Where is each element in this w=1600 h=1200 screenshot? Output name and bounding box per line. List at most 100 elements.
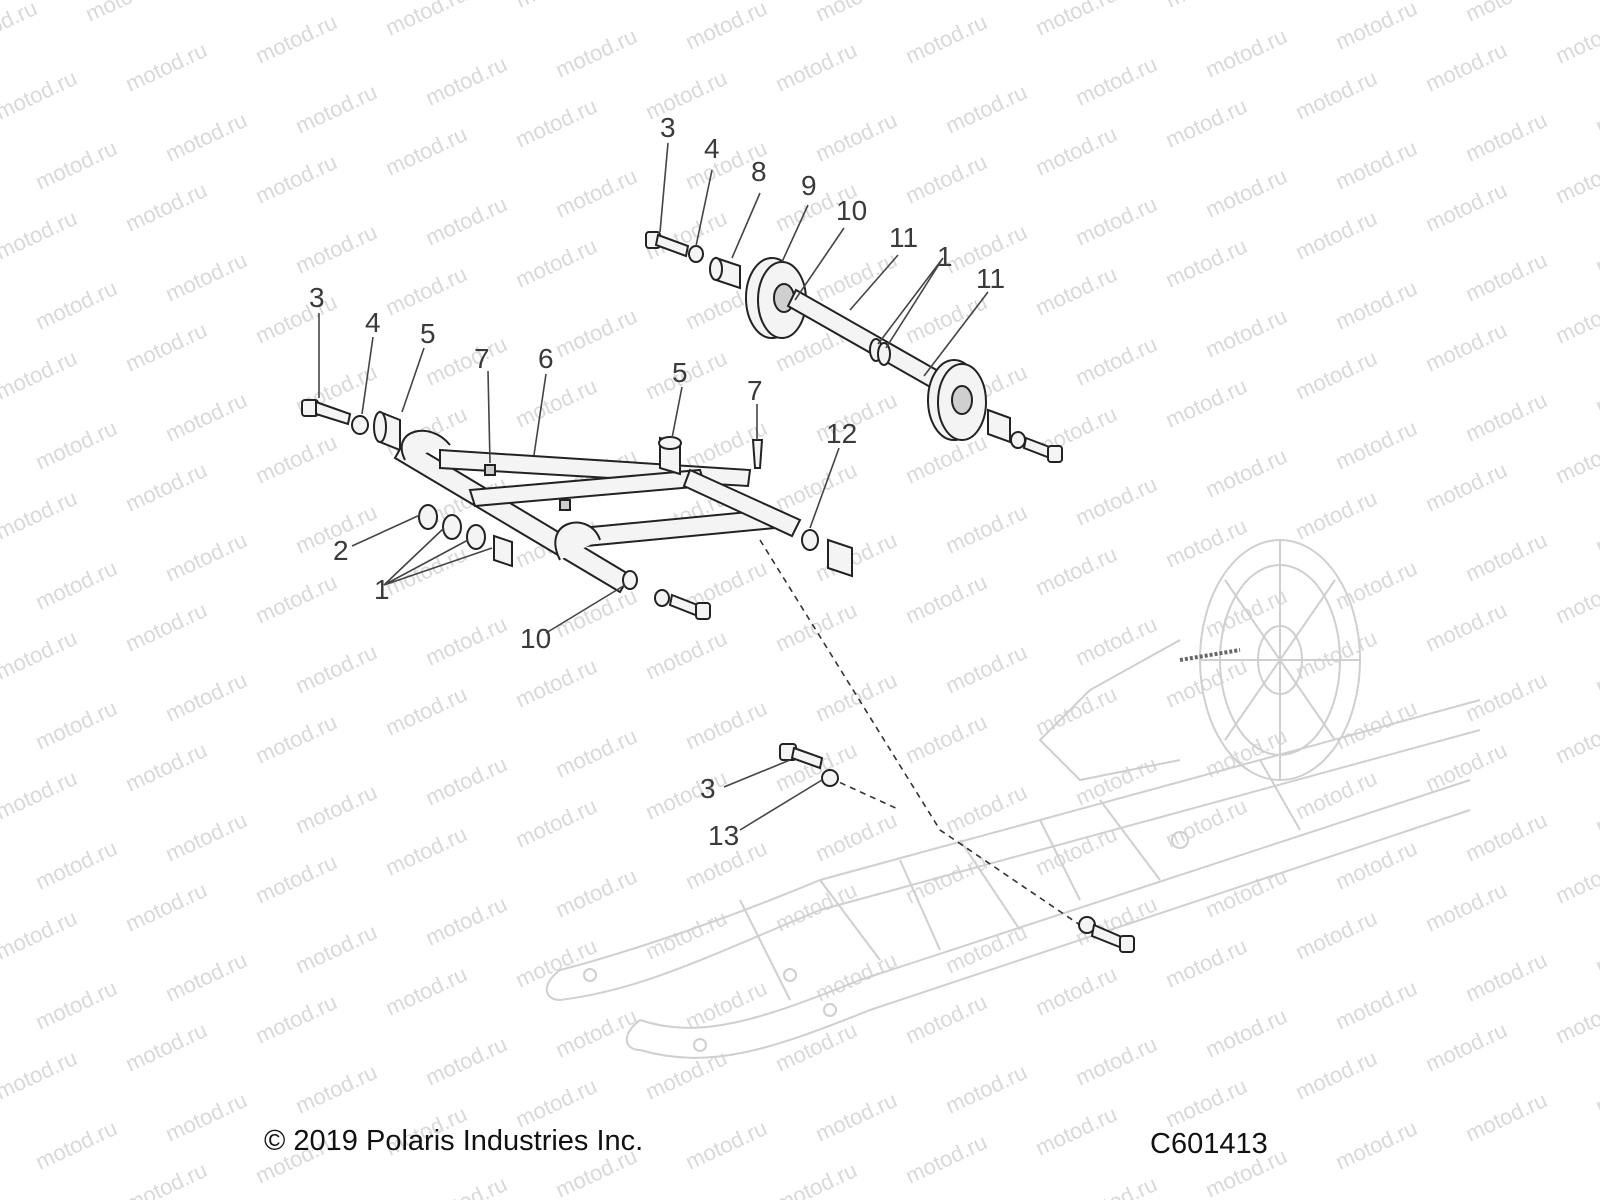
watermark-text: motod.ru: [1332, 835, 1421, 894]
callout-label: 1: [937, 241, 953, 272]
watermark-text: motod.ru: [1072, 191, 1161, 250]
watermark-text: motod.ru: [942, 779, 1031, 838]
watermark-text: motod.ru: [642, 765, 731, 824]
watermark-text: motod.ru: [1462, 1087, 1551, 1146]
watermark-text: motod.ru: [1462, 387, 1551, 446]
watermark-text: motod.ru: [812, 1087, 901, 1146]
watermark-text: motod.ru: [1592, 919, 1600, 978]
callout-label: 12: [826, 418, 857, 449]
watermark-text: motod.ru: [1332, 275, 1421, 334]
washer-icon: [821, 769, 839, 787]
watermark-text: motod.ru: [1332, 695, 1421, 754]
watermark-text: motod.ru: [1552, 989, 1600, 1048]
watermark-text: motod.ru: [162, 247, 251, 306]
watermark-text: motod.ru: [122, 317, 211, 376]
watermark-text: motod.ru: [292, 639, 381, 698]
watermark-text: motod.ru: [1162, 793, 1251, 852]
watermark-text: motod.ru: [1462, 0, 1551, 27]
watermark-text: motod.ru: [1032, 261, 1121, 320]
watermark-text: motod.ru: [1202, 443, 1291, 502]
callout-label: 10: [520, 623, 551, 654]
watermark-text: motod.ru: [682, 1115, 771, 1174]
watermark-text: motod.ru: [1422, 877, 1511, 936]
watermark-text: motod.ru: [1032, 541, 1121, 600]
watermark-text: motod.ru: [1552, 149, 1600, 208]
callout-label: 2: [333, 535, 349, 566]
watermark-text: motod.ru: [1422, 457, 1511, 516]
callout-label: 1: [374, 574, 390, 605]
callout-label: 5: [672, 357, 688, 388]
watermark-text: motod.ru: [422, 191, 511, 250]
watermark-text: motod.ru: [1032, 0, 1121, 41]
ghost-skid-frame: [545, 539, 1481, 1059]
watermark-text: motod.ru: [1332, 0, 1421, 55]
watermark-text: motod.ru: [1422, 177, 1511, 236]
watermark-text: motod.ru: [1202, 1003, 1291, 1062]
watermark-text: motod.ru: [162, 107, 251, 166]
watermark-text: motod.ru: [682, 0, 771, 55]
bolt-icon: [1022, 436, 1063, 463]
watermark-text: motod.ru: [1292, 485, 1381, 544]
watermark-text: motod.ru: [422, 51, 511, 110]
callout-label: 3: [700, 773, 716, 804]
watermark-text: motod.ru: [812, 527, 901, 586]
watermark-text: motod.ru: [162, 1087, 251, 1146]
callout-label: 3: [660, 112, 676, 143]
watermark-text: motod.ru: [1072, 331, 1161, 390]
watermark-text: motod.ru: [1162, 933, 1251, 992]
watermark-text: motod.ru: [772, 1157, 861, 1200]
watermark-text: motod.ru: [1032, 961, 1121, 1020]
watermark-text: motod.ru: [32, 415, 121, 474]
watermark-text: motod.ru: [942, 499, 1031, 558]
watermark-text: motod.ru: [122, 597, 211, 656]
watermark-text: motod.ru: [382, 961, 471, 1020]
watermark-text: motod.ru: [512, 373, 601, 432]
watermark-text: motod.ru: [252, 989, 341, 1048]
watermark-text: motod.ru: [382, 261, 471, 320]
watermark-text: motod.ru: [1072, 51, 1161, 110]
watermark-text: motod.ru: [0, 65, 81, 124]
watermark-text: motod.ru: [512, 233, 601, 292]
watermark-text: motod.ru: [902, 289, 991, 348]
watermark-text: motod.ru: [902, 849, 991, 908]
watermark-text: motod.ru: [1552, 429, 1600, 488]
watermark-text: motod.ru: [1592, 499, 1600, 558]
watermark-text: motod.ru: [252, 709, 341, 768]
watermark-text: motod.ru: [1202, 163, 1291, 222]
watermark-text: motod.ru: [422, 611, 511, 670]
watermark-text: motod.ru: [1552, 709, 1600, 768]
watermark-text: motod.ru: [292, 79, 381, 138]
watermark-text: motod.ru: [1332, 1115, 1421, 1174]
watermark-text: motod.ru: [0, 485, 81, 544]
watermark-text: motod.ru: [382, 681, 471, 740]
watermark-text: motod.ru: [122, 457, 211, 516]
watermark-text: motod.ru: [292, 219, 381, 278]
watermark-text: motod.ru: [1592, 1059, 1600, 1118]
watermark-text: motod.ru: [1292, 1045, 1381, 1104]
watermark-text: motod.ru: [32, 695, 121, 754]
watermark-text: motod.ru: [252, 289, 341, 348]
watermark-text: motod.ru: [252, 9, 341, 68]
watermark-text: motod.ru: [772, 1017, 861, 1076]
watermark-text: motod.ru: [1072, 471, 1161, 530]
watermark-text: motod.ru: [512, 0, 601, 13]
watermark-text: motod.ru: [1422, 737, 1511, 796]
watermark-text: motod.ru: [162, 387, 251, 446]
watermark-text: motod.ru: [1592, 779, 1600, 838]
watermark-text: motod.ru: [162, 667, 251, 726]
watermark-text: motod.ru: [1422, 317, 1511, 376]
watermark-text: motod.ru: [1462, 947, 1551, 1006]
watermark-text: motod.ru: [642, 625, 731, 684]
bolt-icon: [1090, 923, 1135, 953]
watermark-text: motod.ru: [552, 163, 641, 222]
callout-label: 9: [801, 170, 817, 201]
watermark-text: motod.ru: [292, 779, 381, 838]
watermark-text: motod.ru: [1072, 1031, 1161, 1090]
watermark-text: motod.ru: [1202, 863, 1291, 922]
watermark-text: motod.ru: [1032, 681, 1121, 740]
watermark-text: motod.ru: [1292, 345, 1381, 404]
watermark-text: motod.ru: [122, 37, 211, 96]
watermark-text: motod.ru: [552, 723, 641, 782]
